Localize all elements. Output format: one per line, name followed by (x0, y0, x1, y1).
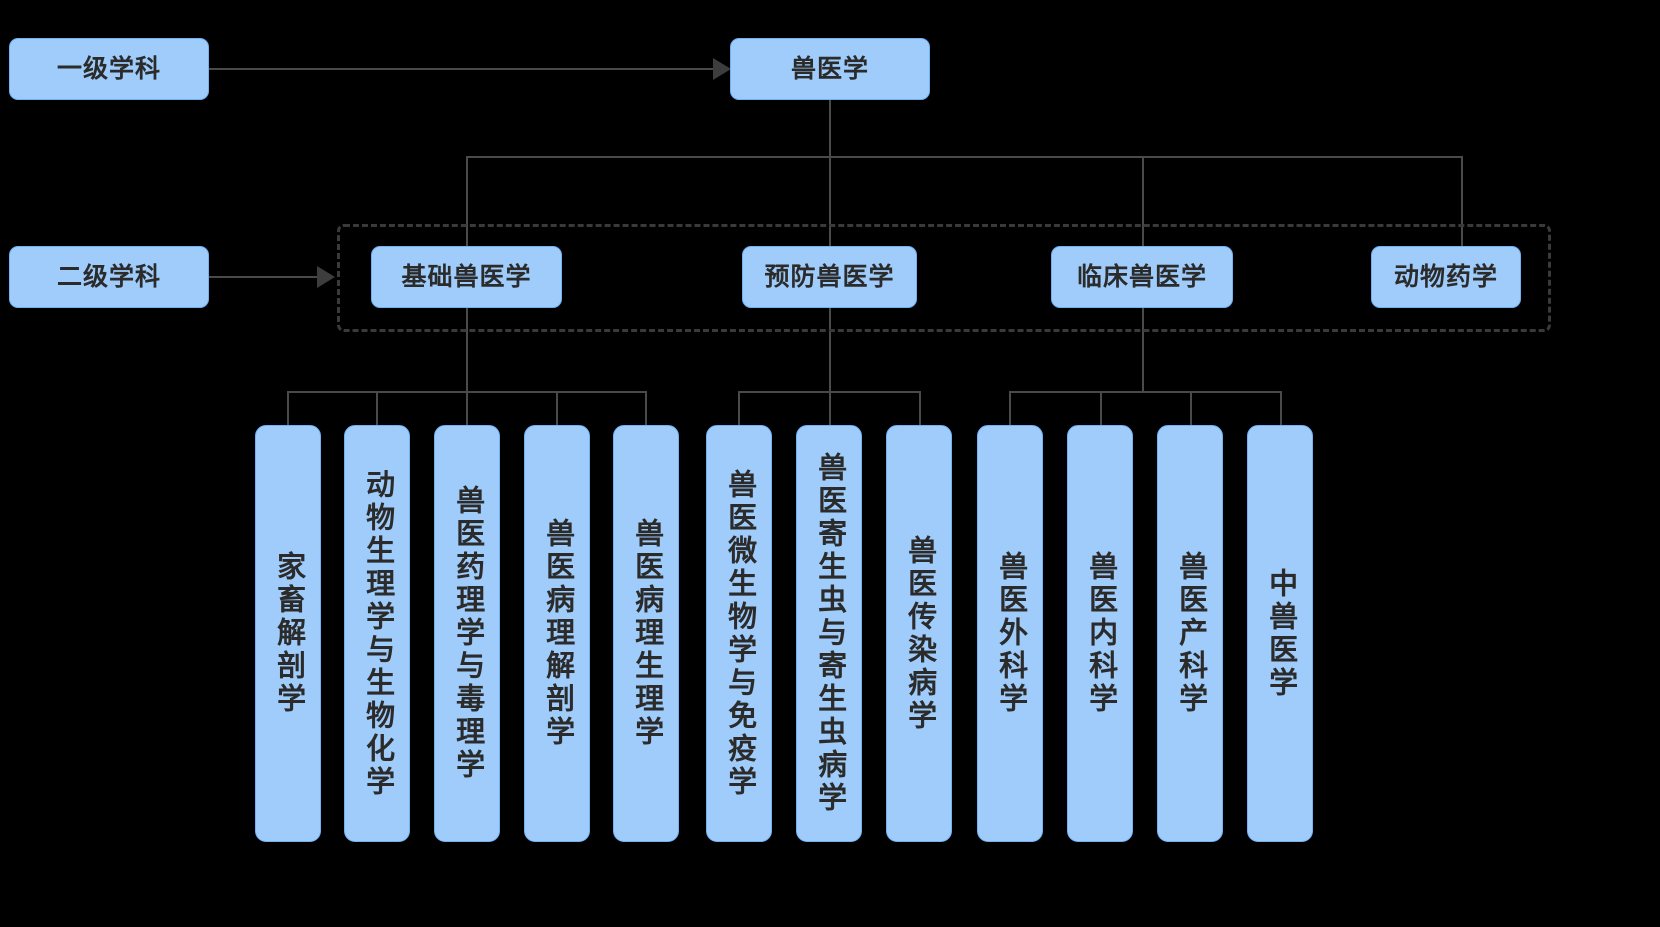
node-veterinary-obstetrics[interactable]: 兽医产科学 (1157, 425, 1223, 842)
legend-level1-label: 一级学科 (9, 38, 209, 100)
connector-clinical-leg-2 (1100, 391, 1102, 426)
node-veterinary-pathological-anatomy[interactable]: 兽医病理解剖学 (524, 425, 590, 842)
connector-basic-leg-4 (556, 391, 558, 426)
connector-basic-leg-1 (287, 391, 289, 426)
node-veterinary-microbiology-immunology[interactable]: 兽医微生物学与免疫学 (706, 425, 772, 842)
node-veterinary-parasitology[interactable]: 兽医寄生虫与寄生虫病学 (796, 425, 862, 842)
connector-drop-preventive (829, 156, 831, 246)
node-veterinary-pathophysiology[interactable]: 兽医病理生理学 (613, 425, 679, 842)
legend-level1-arrow-line (209, 68, 717, 70)
connector-preventive-leg-3 (919, 391, 921, 426)
connector-clinical-leg-4 (1280, 391, 1282, 426)
node-basic-veterinary-medicine[interactable]: 基础兽医学 (371, 246, 562, 308)
connector-clinical-leg-1 (1009, 391, 1011, 426)
legend-level2-label: 二级学科 (9, 246, 209, 308)
connector-drop-basic (466, 156, 468, 246)
node-livestock-anatomy[interactable]: 家畜解剖学 (255, 425, 321, 842)
node-animal-pharmacy[interactable]: 动物药学 (1371, 246, 1521, 308)
connector-level2-bus (467, 156, 1462, 158)
node-veterinary-internal-medicine[interactable]: 兽医内科学 (1067, 425, 1133, 842)
node-veterinary-pharmacology-toxicology[interactable]: 兽医药理学与毒理学 (434, 425, 500, 842)
node-veterinary-surgery[interactable]: 兽医外科学 (977, 425, 1043, 842)
connector-clinical-bus (1009, 391, 1281, 393)
connector-root-stem (829, 100, 831, 157)
node-preventive-veterinary-medicine[interactable]: 预防兽医学 (742, 246, 917, 308)
connector-preventive-stem (829, 308, 831, 392)
connector-preventive-leg-1 (738, 391, 740, 426)
node-traditional-chinese-veterinary-medicine[interactable]: 中兽医学 (1247, 425, 1313, 842)
connector-clinical-stem (1142, 308, 1144, 392)
node-veterinary-infectious-diseases[interactable]: 兽医传染病学 (886, 425, 952, 842)
legend-level2-arrow-line (209, 276, 321, 278)
legend-level2-arrow-head (317, 266, 335, 288)
legend-level1-arrow-head (713, 58, 731, 80)
connector-clinical-leg-3 (1190, 391, 1192, 426)
connector-basic-leg-5 (645, 391, 647, 426)
node-animal-physiology-biochemistry[interactable]: 动物生理学与生物化学 (344, 425, 410, 842)
connector-basic-leg-3 (466, 391, 468, 426)
connector-drop-clinical (1142, 156, 1144, 246)
node-clinical-veterinary-medicine[interactable]: 临床兽医学 (1051, 246, 1233, 308)
node-root-veterinary-medicine[interactable]: 兽医学 (730, 38, 930, 100)
connector-preventive-leg-2 (829, 391, 831, 426)
level2-cluster-border (337, 224, 1551, 332)
connector-basic-leg-2 (376, 391, 378, 426)
connector-basic-stem (466, 308, 468, 392)
connector-drop-animal-pharmacy (1461, 156, 1463, 246)
